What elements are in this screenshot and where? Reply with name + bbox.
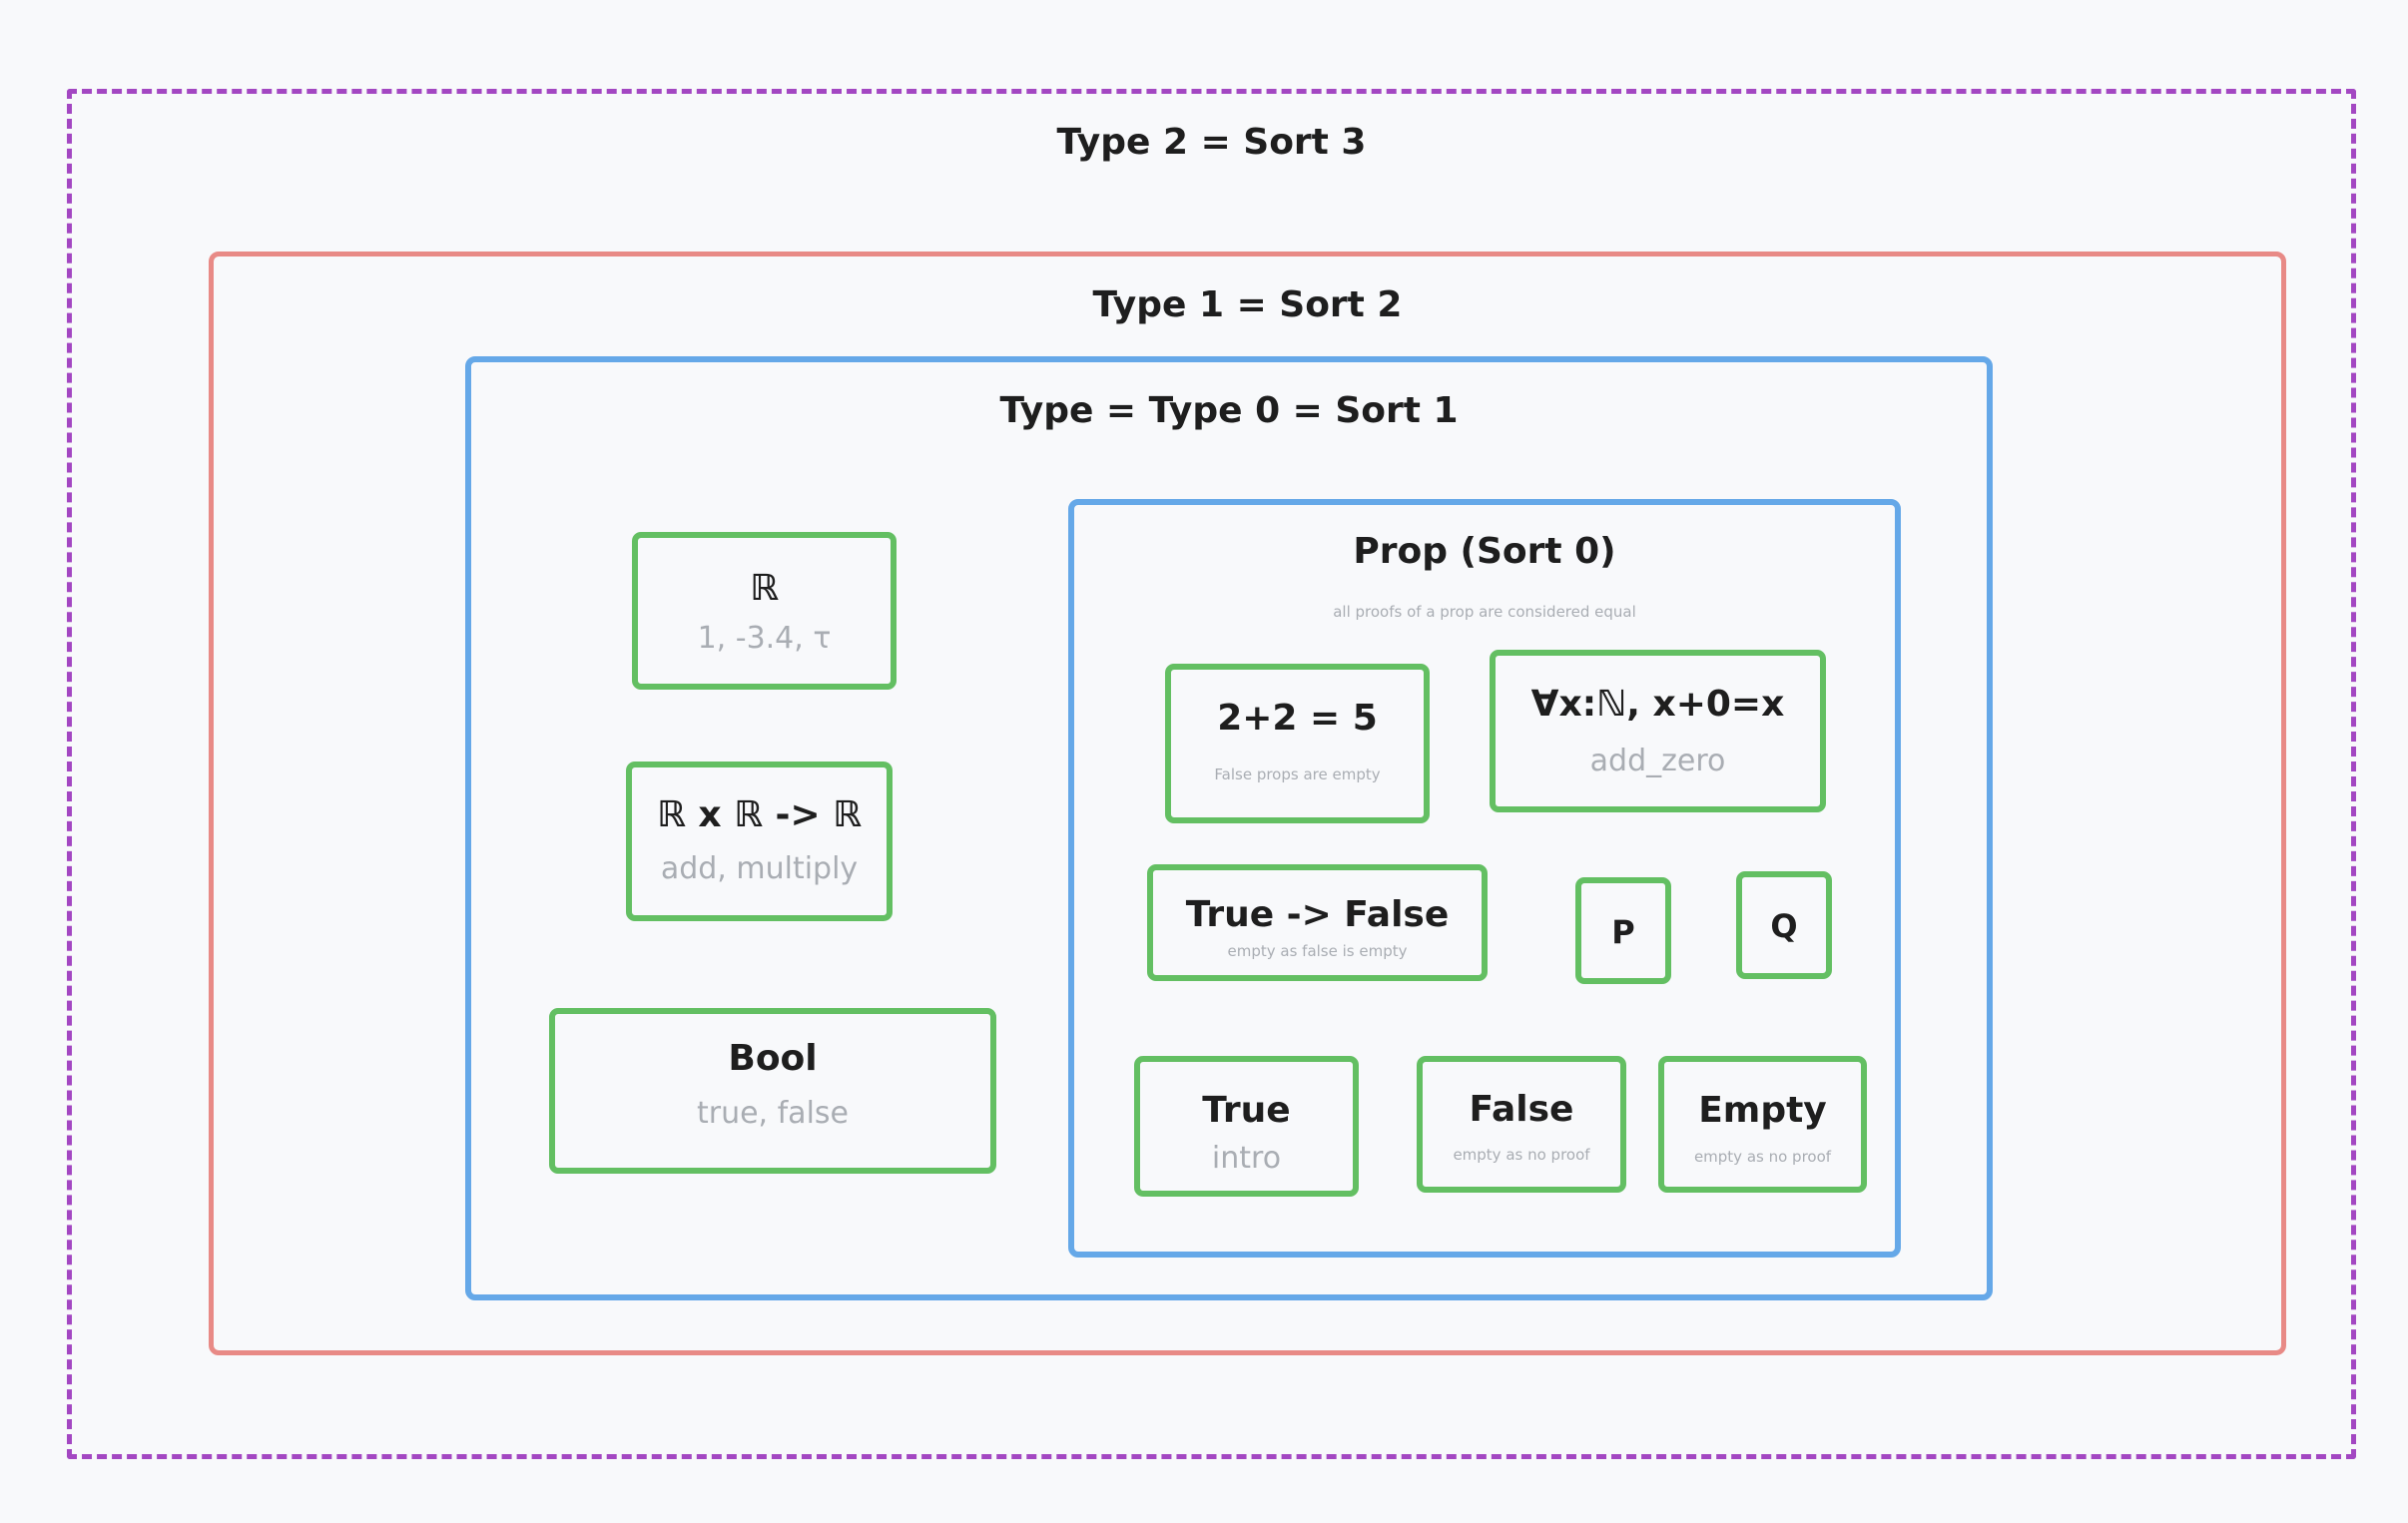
prop-q-box: Q bbox=[1736, 871, 1832, 979]
two-plus-two-label: 2+2 = 5 bbox=[1217, 698, 1378, 739]
prop-empty-box: Empty empty as no proof bbox=[1658, 1056, 1867, 1193]
type0-title: Type = Type 0 = Sort 1 bbox=[999, 390, 1459, 431]
bool-label: Bool bbox=[728, 1038, 818, 1079]
type0-region: Type = Type 0 = Sort 1 bbox=[465, 356, 1993, 1300]
type2-region: Type 2 = Sort 3 bbox=[67, 89, 2356, 1459]
prop-two-plus-two-box: 2+2 = 5 False props are empty bbox=[1165, 664, 1430, 823]
reals-type-box: ℝ 1, -3.4, τ bbox=[632, 532, 897, 690]
prop-true-implies-false-box: True -> False empty as false is empty bbox=[1147, 864, 1488, 981]
true-implies-false-label: True -> False bbox=[1185, 894, 1450, 935]
q-label: Q bbox=[1770, 907, 1798, 945]
function-type-examples: add, multiply bbox=[660, 851, 859, 886]
type1-title: Type 1 = Sort 2 bbox=[1092, 284, 1403, 325]
p-label: P bbox=[1611, 913, 1635, 951]
empty-label: Empty bbox=[1698, 1090, 1827, 1131]
true-examples: intro bbox=[1211, 1141, 1282, 1176]
prop-region: Prop (Sort 0) all proofs of a prop are c… bbox=[1068, 499, 1901, 1258]
prop-title: Prop (Sort 0) bbox=[1353, 531, 1616, 572]
bool-type-box: Bool true, false bbox=[549, 1008, 996, 1174]
reals-label: ℝ bbox=[750, 568, 779, 609]
false-note: empty as no proof bbox=[1453, 1146, 1590, 1164]
function-type-label: ℝ x ℝ -> ℝ bbox=[657, 794, 862, 835]
reals-examples: 1, -3.4, τ bbox=[697, 621, 832, 656]
prop-true-box: True intro bbox=[1134, 1056, 1359, 1197]
empty-note: empty as no proof bbox=[1693, 1148, 1832, 1166]
prop-false-box: False empty as no proof bbox=[1417, 1056, 1626, 1193]
forall-examples: add_zero bbox=[1589, 744, 1726, 778]
prop-forall-box: ∀x:ℕ, x+0=x add_zero bbox=[1490, 650, 1826, 812]
prop-p-box: P bbox=[1575, 877, 1671, 984]
function-type-box: ℝ x ℝ -> ℝ add, multiply bbox=[626, 762, 893, 921]
type2-title: Type 2 = Sort 3 bbox=[1056, 122, 1367, 163]
bool-examples: true, false bbox=[696, 1096, 849, 1131]
true-label: True bbox=[1202, 1090, 1291, 1131]
true-implies-false-note: empty as false is empty bbox=[1227, 942, 1408, 960]
prop-note: all proofs of a prop are considered equa… bbox=[1333, 603, 1636, 621]
two-plus-two-note: False props are empty bbox=[1214, 765, 1381, 783]
forall-label: ∀x:ℕ, x+0=x bbox=[1530, 684, 1785, 725]
false-label: False bbox=[1469, 1089, 1574, 1130]
type1-region: Type 1 = Sort 2 bbox=[209, 252, 2286, 1355]
